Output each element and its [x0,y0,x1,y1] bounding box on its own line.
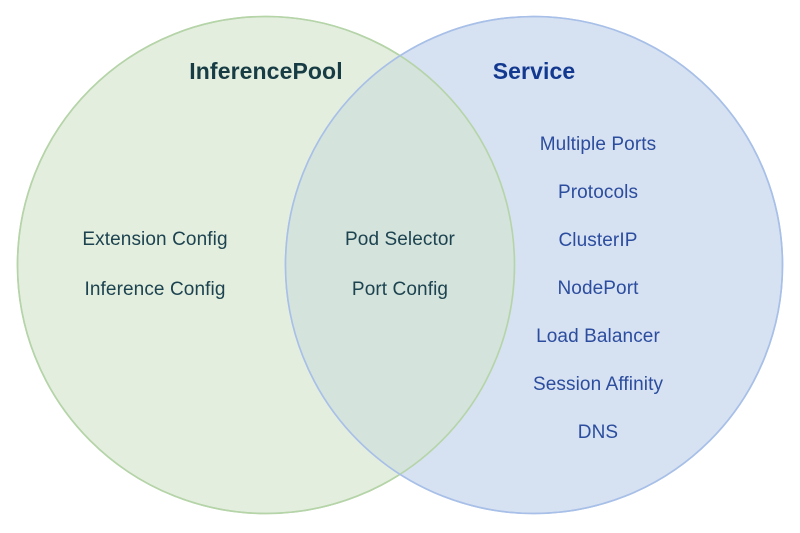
right-circle-outline [284,15,784,515]
left-circle-outline [16,15,516,515]
intersection-region [285,16,515,514]
